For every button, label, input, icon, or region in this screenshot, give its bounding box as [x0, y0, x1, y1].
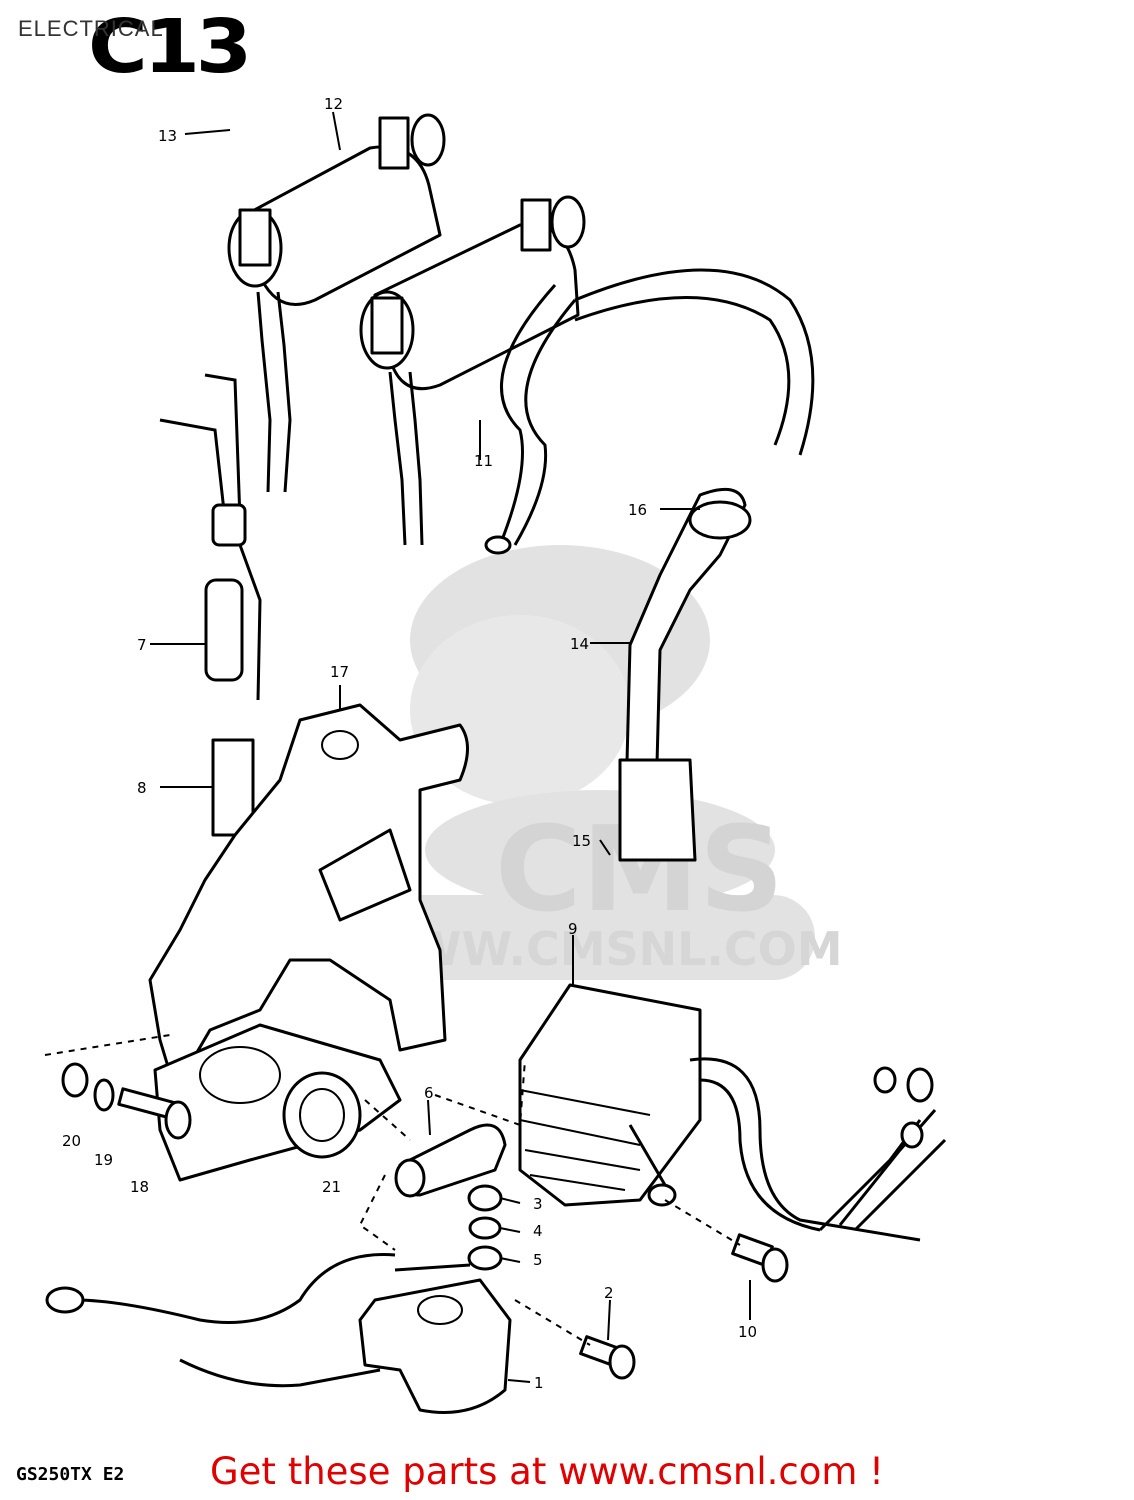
- label-15: 15: [572, 832, 591, 850]
- label-20: 20: [62, 1132, 81, 1150]
- page-title: ELECTRICAL: [18, 16, 164, 41]
- washer-4: [468, 1216, 502, 1240]
- label-8: 8: [137, 779, 147, 797]
- screw-2: [579, 1335, 636, 1380]
- label-21: 21: [322, 1178, 341, 1196]
- label-17: 17: [330, 663, 349, 681]
- condenser-7: [159, 373, 262, 837]
- label-6: 6: [424, 1084, 434, 1102]
- label-7: 7: [137, 636, 147, 654]
- washer-5: [467, 1245, 503, 1271]
- label-12: 12: [324, 95, 343, 113]
- label-19: 19: [94, 1151, 113, 1169]
- label-5: 5: [533, 1251, 543, 1269]
- grommet-21: [282, 1071, 362, 1159]
- washer-19: [93, 1078, 115, 1112]
- label-4: 4: [533, 1222, 543, 1240]
- screw-10: [731, 1233, 789, 1283]
- starter-relay-1: [45, 1253, 512, 1414]
- screw-18: [117, 1087, 192, 1140]
- mounting-plate: [153, 1023, 402, 1182]
- plug-cap-14: [618, 487, 752, 862]
- label-2: 2: [604, 1284, 614, 1302]
- model-code: GS250TX E2: [16, 1464, 125, 1485]
- regulator-rectifier-9: [518, 983, 947, 1242]
- terminal-cap-6: [394, 1123, 507, 1198]
- ignition-coil-11: [359, 195, 586, 546]
- label-10: 10: [738, 1323, 757, 1341]
- label-9: 9: [568, 920, 578, 938]
- section-code: C13: [88, 4, 252, 90]
- label-14: 14: [570, 635, 589, 653]
- ignition-coil-12: [227, 113, 446, 493]
- label-11: 11: [474, 452, 493, 470]
- footer-link[interactable]: Get these parts at www.cmsnl.com !: [210, 1450, 885, 1493]
- label-3: 3: [533, 1195, 543, 1213]
- label-13: 13: [158, 127, 177, 145]
- label-1: 1: [534, 1374, 544, 1392]
- label-16: 16: [628, 501, 647, 519]
- washer-20: [61, 1062, 89, 1098]
- nut-3: [467, 1184, 503, 1212]
- bracket-17: [148, 703, 469, 1092]
- label-18: 18: [130, 1178, 149, 1196]
